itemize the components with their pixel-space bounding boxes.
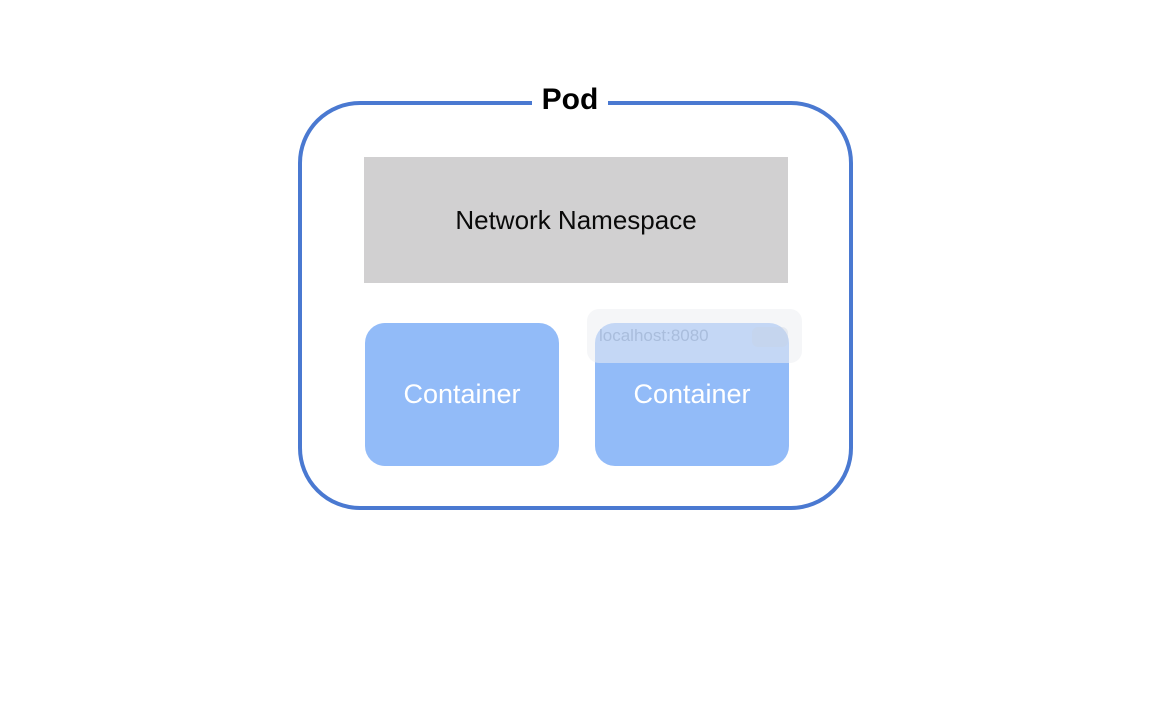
- container-box-1: Container: [365, 323, 559, 466]
- localhost-overlay: localhost:8080: [587, 309, 802, 363]
- container-label-1: Container: [403, 379, 521, 409]
- network-namespace-box: Network Namespace: [364, 157, 788, 283]
- localhost-overlay-text: localhost:8080: [599, 326, 709, 345]
- pod-title: Pod: [532, 80, 608, 120]
- container-label-2: Container: [633, 379, 751, 409]
- overlay-button: [752, 327, 788, 347]
- network-namespace-label: Network Namespace: [455, 204, 697, 235]
